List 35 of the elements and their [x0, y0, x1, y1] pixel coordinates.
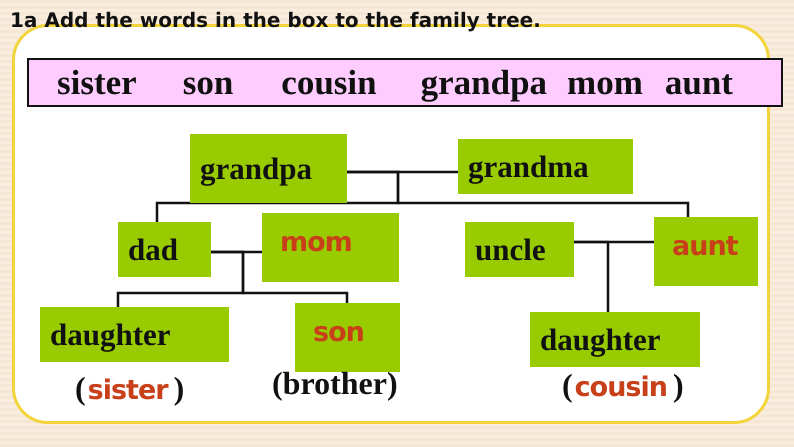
family-member-box — [465, 222, 574, 277]
family-member-label: daughter — [540, 322, 661, 358]
relation-label: (brother) — [272, 365, 398, 402]
family-member-box — [262, 213, 399, 282]
word-bank-word: son — [182, 62, 234, 102]
bracket: ( — [75, 370, 86, 407]
word-bank-word: sister — [57, 62, 137, 102]
family-member-label: dad — [128, 232, 178, 268]
bracket: ( — [562, 367, 573, 404]
family-member-box — [40, 307, 229, 362]
word-bank-word: mom — [567, 62, 643, 102]
answer-word: sister — [88, 375, 168, 406]
word-bank-word: aunt — [664, 62, 733, 102]
answer-word: mom — [280, 227, 352, 258]
family-member-box — [530, 312, 700, 367]
family-member-label: grandma — [468, 148, 589, 184]
bracket: ) — [174, 370, 184, 407]
answer-word: son — [313, 317, 364, 348]
family-member-box — [295, 303, 400, 372]
tree-connector — [347, 170, 690, 217]
word-bank-word: grandpa — [420, 62, 548, 102]
family-member-box — [190, 134, 347, 203]
tree-connector — [574, 240, 610, 312]
word-bank-box — [27, 58, 783, 107]
family-member-label: grandpa — [200, 150, 312, 186]
family-member-box — [458, 139, 633, 194]
family-member-box — [654, 217, 758, 286]
answer-word: aunt — [672, 231, 738, 262]
family-member-box — [118, 222, 211, 277]
bracket: ) — [672, 367, 684, 404]
word-bank-word: cousin — [281, 62, 377, 102]
tree-connector — [211, 250, 348, 303]
family-member-label: uncle — [475, 232, 546, 268]
family-member-label: daughter — [50, 316, 171, 352]
answer-word: cousin — [574, 372, 667, 403]
